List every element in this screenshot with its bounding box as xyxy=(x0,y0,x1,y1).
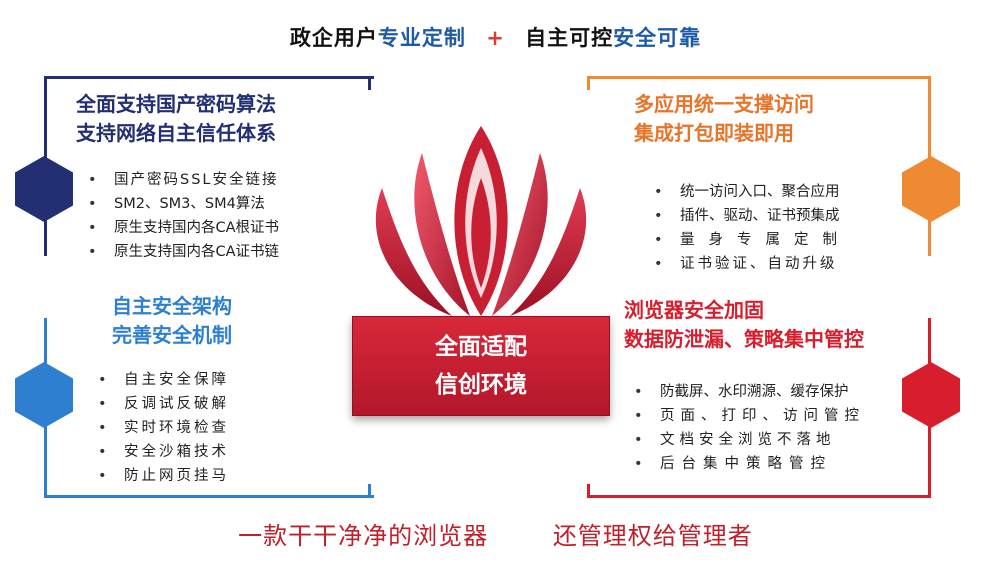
bottom-right-list: 防截屏、水印溯源、缓存保护 页面、打印、访问管控 文档安全浏览不落地 后台集中策… xyxy=(630,380,865,476)
top-right-title: 多应用统一支撑访问 集成打包即装即用 xyxy=(634,90,814,148)
top-left-title-line1: 全面支持国产密码算法 xyxy=(76,92,276,116)
bracket-tick-bottom-left xyxy=(368,484,371,498)
footer-right: 还管理权给管理者 xyxy=(552,522,753,550)
list-item: 统一访问入口、聚合应用 xyxy=(650,180,851,204)
list-item: 实时环境检查 xyxy=(94,416,229,440)
bottom-left-title-line1: 自主安全架构 xyxy=(112,294,232,318)
list-item: 量身专属定制 xyxy=(650,228,851,252)
list-item: 文档安全浏览不落地 xyxy=(630,428,865,452)
list-item: 防止网页挂马 xyxy=(94,464,229,488)
bottom-right-title-line1: 浏览器安全加固 xyxy=(624,298,764,322)
header-part1-black: 政企用户 xyxy=(289,26,378,50)
list-item: 原生支持国内各CA证书链 xyxy=(84,240,279,264)
header-part2-black: 自主可控 xyxy=(525,26,614,50)
bracket-tick-top-left xyxy=(368,76,371,90)
list-item: 插件、驱动、证书预集成 xyxy=(650,204,851,228)
list-item: 证书验证、自动升级 xyxy=(650,252,851,276)
list-item: 后台集中策略管控 xyxy=(630,452,865,476)
list-item: 国产密码SSL安全链接 xyxy=(84,168,279,192)
center-line2: 信创环境 xyxy=(435,372,527,398)
bottom-left-title: 自主安全架构 完善安全机制 xyxy=(112,292,232,350)
header-plus: + xyxy=(486,26,505,50)
top-right-title-line2: 集成打包即装即用 xyxy=(634,121,794,145)
bracket-tick-top-right xyxy=(587,76,590,90)
top-left-title-line2: 支持网络自主信任体系 xyxy=(76,121,276,145)
list-item: SM2、SM3、SM4算法 xyxy=(84,192,279,216)
footer-slogan: 一款干干净净的浏览器 还管理权给管理者 xyxy=(0,516,991,551)
hexagon-red-icon xyxy=(902,362,960,428)
list-item: 反调试反破解 xyxy=(94,392,229,416)
bottom-left-title-line2: 完善安全机制 xyxy=(112,323,232,347)
bottom-right-title-line2: 数据防泄漏、策略集中管控 xyxy=(624,327,864,351)
center-line1: 全面适配 xyxy=(435,334,527,360)
lotus-logo-icon xyxy=(375,126,587,316)
list-item: 页面、打印、访问管控 xyxy=(630,404,865,428)
header-part2-blue: 安全可靠 xyxy=(613,26,702,50)
center-text: 全面适配 信创环境 xyxy=(352,328,610,404)
hexagon-orange-icon xyxy=(902,156,960,222)
list-item: 自主安全保障 xyxy=(94,368,229,392)
top-left-list: 国产密码SSL安全链接 SM2、SM3、SM4算法 原生支持国内各CA根证书 原… xyxy=(84,168,279,264)
footer-left: 一款干干净净的浏览器 xyxy=(238,522,489,550)
top-right-title-line1: 多应用统一支撑访问 xyxy=(634,92,814,116)
top-right-list: 统一访问入口、聚合应用 插件、驱动、证书预集成 量身专属定制 证书验证、自动升级 xyxy=(650,180,851,276)
bottom-right-title: 浏览器安全加固 数据防泄漏、策略集中管控 xyxy=(624,296,864,354)
bracket-tick-bottom-right xyxy=(587,484,590,498)
bottom-left-list: 自主安全保障 反调试反破解 实时环境检查 安全沙箱技术 防止网页挂马 xyxy=(94,368,229,488)
top-left-title: 全面支持国产密码算法 支持网络自主信任体系 xyxy=(76,90,276,148)
header-part1-blue: 专业定制 xyxy=(377,26,466,50)
list-item: 防截屏、水印溯源、缓存保护 xyxy=(630,380,865,404)
list-item: 原生支持国内各CA根证书 xyxy=(84,216,279,240)
header-title: 政企用户专业定制 + 自主可控安全可靠 xyxy=(0,22,991,52)
center-box xyxy=(352,316,610,416)
list-item: 安全沙箱技术 xyxy=(94,440,229,464)
